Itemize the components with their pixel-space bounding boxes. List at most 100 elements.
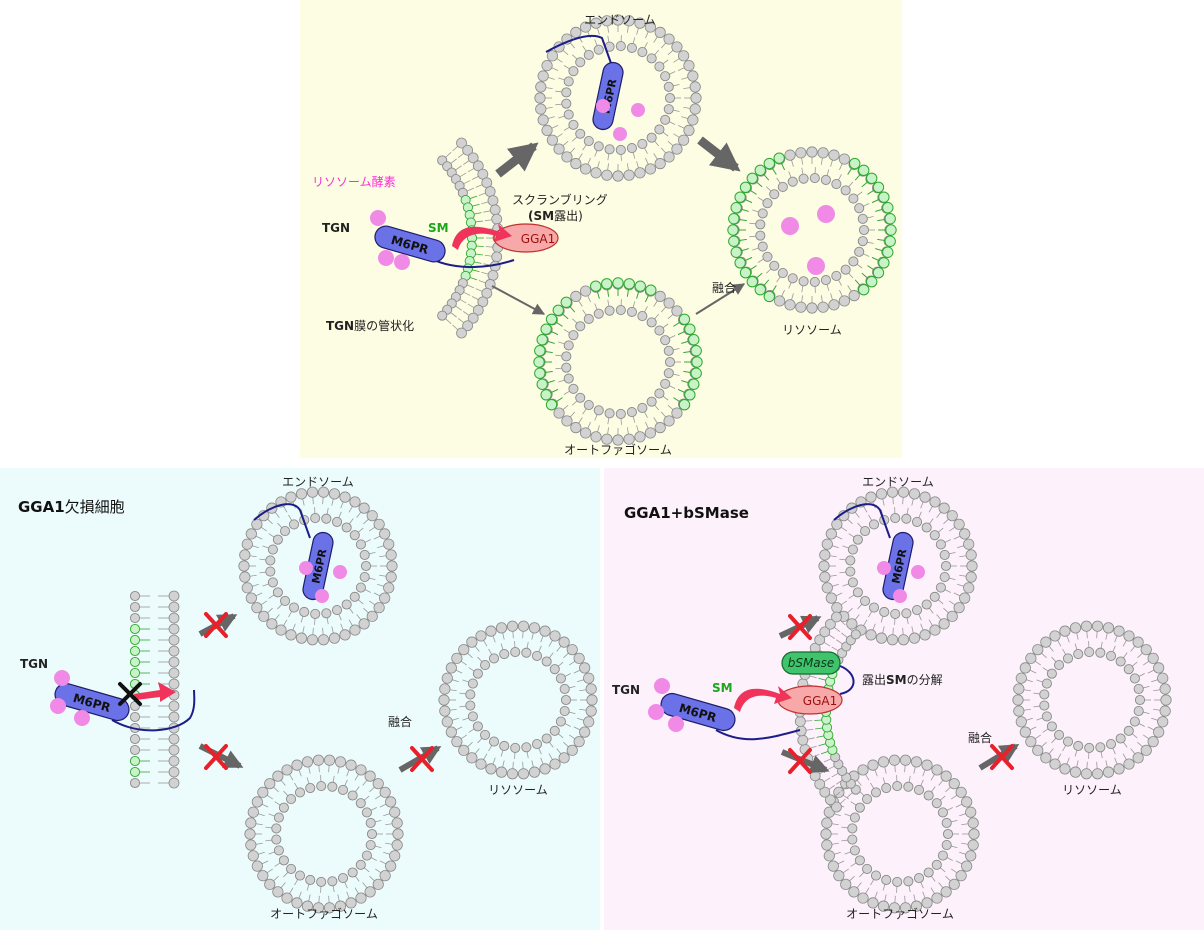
tether-bsmase-gga1 xyxy=(839,665,855,695)
sm-lipid-head xyxy=(129,645,141,657)
lipid-head xyxy=(1049,758,1061,770)
lipid-head xyxy=(1132,636,1144,648)
lipid-head xyxy=(1054,729,1065,740)
lipid-head xyxy=(798,173,809,184)
lipid-head xyxy=(888,754,901,766)
lipid-head xyxy=(1133,683,1144,694)
m6pr-top-tgn: M6PR xyxy=(374,225,446,263)
lipid-head xyxy=(615,41,626,52)
lipid-head xyxy=(267,544,278,555)
lipid-head xyxy=(366,610,378,622)
lipid-head xyxy=(637,47,648,58)
lipid-head xyxy=(644,427,657,439)
lipid-head xyxy=(441,672,453,684)
sm-lipid-head xyxy=(129,656,141,668)
lipid-head xyxy=(755,230,766,241)
lipid-head xyxy=(539,625,551,637)
sm-lipid-head xyxy=(691,356,703,368)
lipid-head xyxy=(689,81,701,93)
lipid-head xyxy=(654,422,666,434)
lipid-head xyxy=(168,711,180,723)
lipid-head xyxy=(168,678,180,690)
lipid-head xyxy=(239,549,251,561)
lipid-head xyxy=(168,766,180,778)
sm-lipid-head xyxy=(545,313,558,325)
lipid-head xyxy=(886,486,899,498)
lipid-head xyxy=(913,784,925,795)
lipid-head xyxy=(637,402,648,413)
lipid-head xyxy=(129,601,141,613)
lipid-head xyxy=(938,618,950,630)
sm-lipid-head xyxy=(545,399,558,411)
lipid-head xyxy=(877,756,890,768)
sm-lipid-head xyxy=(728,235,740,247)
lipid-head xyxy=(671,407,683,419)
lipid-head xyxy=(604,408,615,419)
lipid-head xyxy=(868,602,880,613)
lipid-head xyxy=(858,224,870,236)
lipid-head xyxy=(1040,752,1052,764)
lipid-head xyxy=(795,301,807,313)
enzyme-dot xyxy=(631,103,645,117)
lipid-head xyxy=(877,900,890,912)
lipid-head xyxy=(168,656,180,668)
lipid-head xyxy=(948,878,960,890)
lipid-head xyxy=(1123,725,1134,736)
lipid-head xyxy=(517,768,530,780)
lipid-head xyxy=(664,356,676,368)
lipid-head xyxy=(1153,726,1165,738)
sm-lipid-head xyxy=(534,367,546,379)
lipid-head xyxy=(1091,620,1104,632)
sm-lipid-head xyxy=(684,323,696,335)
lipid-head xyxy=(654,158,666,170)
lipid-head xyxy=(257,870,269,882)
lipid-head xyxy=(865,629,877,641)
lipid-head xyxy=(1157,716,1169,728)
lipid-head xyxy=(847,823,858,834)
lipid-head xyxy=(1080,768,1093,780)
lipid-head xyxy=(623,433,635,445)
lipid-head xyxy=(559,706,570,717)
lipid-head xyxy=(848,290,860,302)
sm-lipid-head xyxy=(763,290,775,303)
lipid-head xyxy=(968,828,980,840)
lipid-head xyxy=(690,92,702,104)
sm-lipid-head xyxy=(739,267,752,279)
lipid-head xyxy=(817,301,829,313)
lipid-head xyxy=(392,828,404,840)
lipid-head xyxy=(935,582,946,593)
enzyme-label: リソソーム酵素 xyxy=(312,175,396,189)
lipid-head xyxy=(288,602,300,613)
lipid-head xyxy=(838,153,851,165)
sm-lipid-head xyxy=(734,257,746,269)
lipid-head xyxy=(317,486,330,498)
lipid-head xyxy=(241,582,253,594)
lipid-head xyxy=(347,790,358,801)
lipid-head xyxy=(573,736,585,748)
lipid-head xyxy=(831,602,843,614)
sm-lipid-head xyxy=(884,213,896,225)
lipid-head xyxy=(1032,744,1044,756)
lipid-head xyxy=(626,407,637,418)
right-sm-label: SM xyxy=(712,681,733,695)
lipid-head xyxy=(438,694,450,706)
lipid-head xyxy=(634,167,646,179)
sm-lipid-head xyxy=(763,157,775,170)
lipid-head xyxy=(558,636,570,648)
lipid-head xyxy=(484,186,496,197)
sm-lipid-head xyxy=(536,378,548,390)
lipid-head xyxy=(847,577,858,588)
lipid-head xyxy=(385,796,397,808)
lipid-head xyxy=(942,828,954,840)
lipid-head xyxy=(1084,647,1095,658)
lipid-head xyxy=(1012,694,1024,706)
lipid-head xyxy=(908,632,921,644)
lipid-head xyxy=(555,716,566,727)
lipid-head xyxy=(1049,630,1061,642)
lipid-head xyxy=(1132,752,1144,764)
lipid-head xyxy=(820,828,832,840)
lipid-head xyxy=(129,777,141,789)
sm-lipid-head xyxy=(536,334,548,346)
lipid-head xyxy=(892,781,903,792)
lipid-head xyxy=(901,513,912,524)
